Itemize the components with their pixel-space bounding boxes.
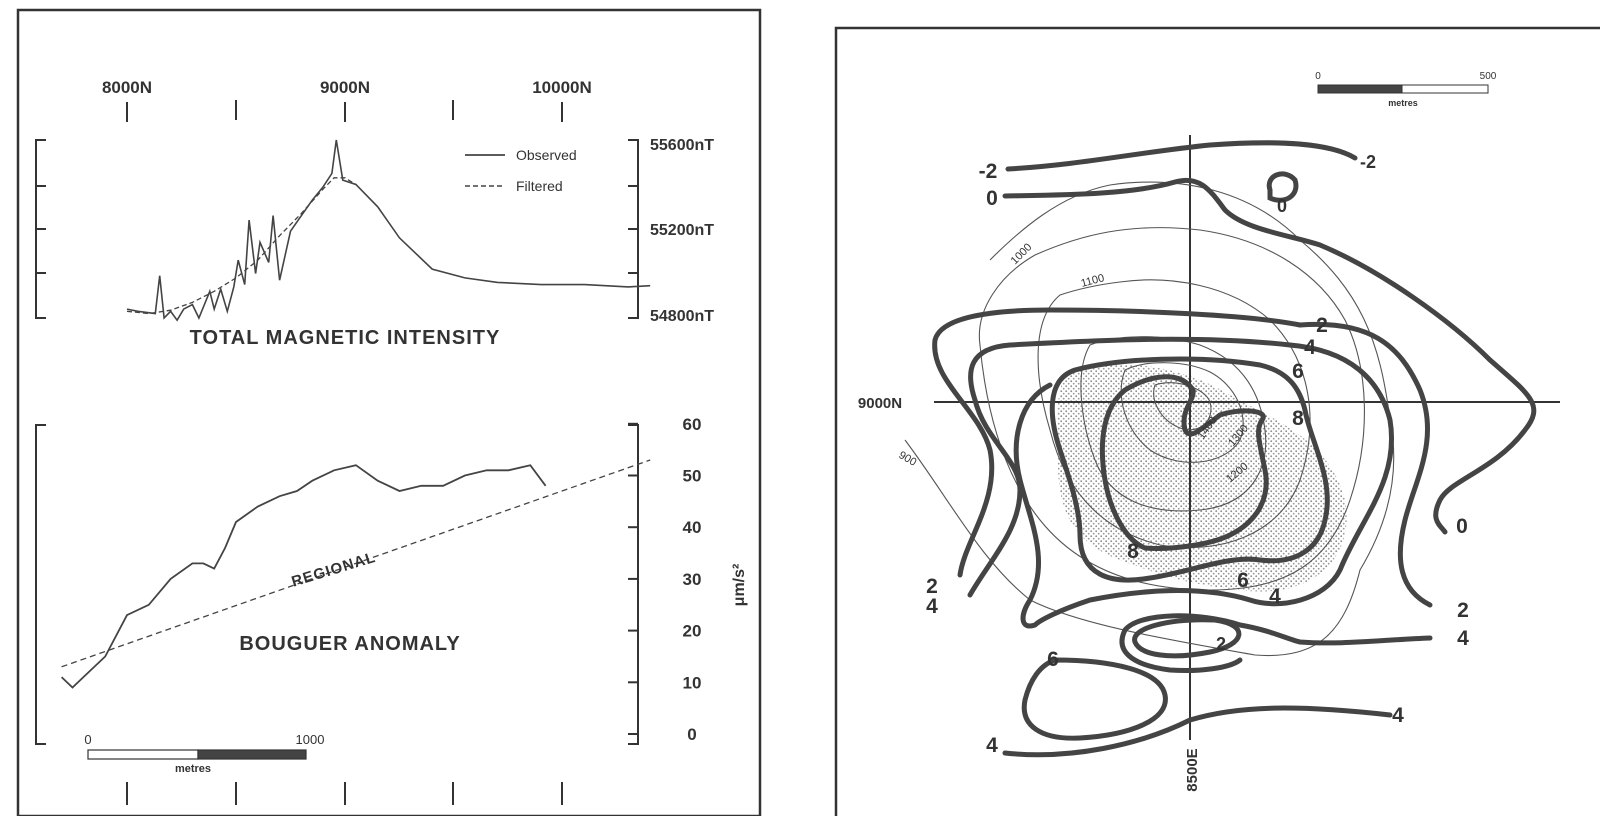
bouguer-right-axis-line — [628, 424, 639, 745]
legend-observed-label: Observed — [516, 147, 577, 163]
grav-label-4-north: 4 — [1304, 336, 1316, 359]
bouguer-left-axis — [35, 424, 46, 745]
gravity-contour-4-south-east — [1237, 622, 1433, 646]
top-tick-label-9000n: 9000N — [320, 78, 370, 97]
gravity-contour-0 — [1002, 177, 1537, 535]
bouguer-tick-label-30: 30 — [683, 570, 702, 589]
gravity-contour-4-west — [967, 336, 1293, 598]
gravity-contour-6-south — [1021, 657, 1168, 741]
bouguer-tick-label-60: 60 — [683, 415, 702, 434]
grav-label-8-east: 8 — [1292, 407, 1304, 430]
grav-label-2-south: 2 — [1216, 634, 1226, 654]
right-scale-bar-white — [1401, 84, 1489, 94]
right-panel-frame — [834, 26, 1600, 816]
grav-label-2-west: 2 — [926, 575, 938, 598]
magnetic-contour-1300 — [1120, 362, 1244, 463]
tmi-plot — [126, 139, 651, 322]
left-scale-bar: 0 1000 metres — [84, 732, 324, 775]
grav-label-2-north: 2 — [1316, 314, 1328, 337]
tmi-tick-54800: 54800nT — [650, 308, 714, 325]
mag-label-900: 900 — [897, 449, 919, 469]
top-tick-label-8000n: 8000N — [102, 78, 152, 97]
bouguer-tick-label-20: 20 — [683, 622, 702, 641]
gravity-contour-2-west — [932, 307, 1303, 578]
gravity-contour-2-east — [1297, 321, 1433, 608]
top-tick-label-10000n: 10000N — [532, 78, 592, 97]
legend-filtered-label: Filtered — [516, 178, 563, 194]
grav-label-0-east: 0 — [1456, 515, 1468, 538]
right-scale-unit: metres — [1388, 98, 1418, 108]
left-scale-start: 0 — [84, 732, 91, 747]
bouguer-series-regional — [61, 459, 651, 668]
tmi-series-filtered — [126, 177, 357, 315]
gravity-contour-4-inner — [1013, 342, 1394, 629]
grav-label-0-west: 0 — [986, 187, 998, 210]
gravity-contour-labels: -2 -2 0 0 2 4 6 8 8 6 4 2 0 2 4 2 4 6 4 … — [926, 152, 1469, 757]
top-axis: 8000N 9000N 10000N — [102, 78, 592, 122]
bouguer-right-axis: 0 10 20 30 40 50 60 — [628, 415, 702, 745]
magnetic-contour-1000 — [978, 227, 1365, 591]
right-scale-start: 0 — [1315, 71, 1321, 82]
magnetic-contours — [904, 181, 1395, 657]
bouguer-tick-label-0: 0 — [687, 725, 696, 744]
right-scale-end: 500 — [1480, 71, 1497, 82]
tmi-legend: Observed Filtered — [465, 147, 577, 194]
gravity-contour-8 — [1099, 374, 1269, 551]
grav-label-4-south-east: 4 — [1457, 627, 1469, 650]
bouguer-title: BOUGUER ANOMALY — [239, 633, 460, 655]
grav-label-4-south: 4 — [1392, 704, 1404, 727]
gravity-contour-minus2 — [1005, 140, 1358, 172]
grav-label-4-southwest: 4 — [986, 734, 998, 757]
grav-label-minus2-west: -2 — [979, 160, 998, 183]
tmi-title: TOTAL MAGNETIC INTENSITY — [190, 327, 501, 349]
grav-label-4-center: 4 — [1269, 585, 1281, 608]
grav-label-8-south: 8 — [1127, 540, 1139, 563]
gravity-contour-6 — [1049, 356, 1330, 583]
tmi-tick-55200: 55200nT — [650, 222, 714, 239]
right-panel: 0 500 metres 9000N 8500E — [834, 26, 1600, 816]
magnetic-contour-1100 — [1037, 279, 1311, 548]
bouguer-plot — [60, 459, 651, 689]
grav-label-minus2-east: -2 — [1360, 152, 1376, 172]
grav-label-6-north: 6 — [1292, 360, 1304, 383]
left-scale-end: 1000 — [296, 732, 325, 747]
left-scale-bar-black — [197, 749, 307, 760]
left-scale-bar-white — [87, 749, 199, 760]
left-panel: 8000N 9000N 10000N 55600nT 55200nT 54800… — [16, 8, 762, 816]
top-axis-ticks — [126, 100, 563, 122]
mag-label-1100: 1100 — [1080, 272, 1106, 290]
gravity-contour-2-south-inner — [1132, 617, 1242, 659]
magnetic-contour-900 — [904, 181, 1395, 657]
map-label-9000n: 9000N — [858, 395, 902, 412]
bouguer-tick-label-40: 40 — [683, 518, 702, 537]
right-scale-bar: 0 500 metres — [1315, 71, 1497, 108]
bouguer-tick-label-50: 50 — [683, 467, 702, 486]
gravity-contours — [932, 140, 1537, 758]
tmi-left-axis — [35, 139, 46, 319]
grav-label-0-small: 0 — [1277, 196, 1287, 216]
tmi-tick-55600: 55600nT — [650, 137, 714, 154]
gravity-contour-0-small — [1266, 171, 1299, 203]
tmi-right-axis — [628, 139, 639, 319]
left-scale-unit: metres — [175, 763, 211, 775]
bouguer-series-observed — [60, 464, 547, 689]
regional-label: REGIONAL — [290, 549, 378, 591]
right-scale-bar-black — [1317, 84, 1403, 94]
bouguer-tick-label-10: 10 — [683, 673, 702, 692]
bottom-axis-ticks — [126, 782, 563, 805]
grav-label-6-southwest: 6 — [1047, 648, 1059, 671]
grav-label-2-east: 2 — [1457, 599, 1469, 622]
map-label-8500e: 8500E — [1184, 748, 1201, 791]
grav-label-6-south: 6 — [1237, 569, 1249, 592]
tmi-series-observed — [126, 139, 651, 322]
grav-label-4-west: 4 — [926, 595, 938, 618]
gravity-contour-4-south — [1002, 705, 1393, 758]
left-panel-frame — [16, 8, 762, 816]
magnetic-contour-1200 — [1080, 336, 1267, 512]
gravity-contour-2-south — [1119, 613, 1243, 673]
bouguer-unit-label: μm/s² — [731, 564, 748, 607]
